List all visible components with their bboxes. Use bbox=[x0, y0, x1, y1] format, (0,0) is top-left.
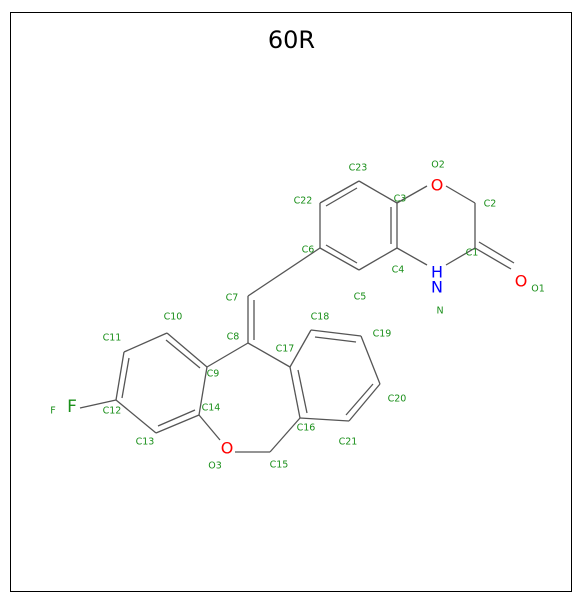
bond-c9-c10 bbox=[166, 332, 208, 368]
bond-c17-c18 bbox=[289, 329, 312, 368]
atom-annotations: C23 O2 C22 C3 C2 C6 C1 C4 O1 C5 N C7 C10… bbox=[50, 160, 545, 472]
anno-c3: C3 bbox=[394, 194, 407, 205]
anno-c9: C9 bbox=[207, 369, 220, 380]
anno-c23: C23 bbox=[349, 163, 368, 174]
bond-c20-c21 bbox=[348, 383, 381, 422]
atom-o1-label: O bbox=[515, 272, 528, 291]
bond-c16-c17 bbox=[289, 366, 301, 419]
anno-c4: C4 bbox=[392, 265, 405, 276]
anno-o2: O2 bbox=[431, 160, 445, 171]
bond-c12-f bbox=[79, 399, 117, 409]
atom-nh-h-label: H bbox=[431, 263, 443, 282]
bond-c22-c23 bbox=[319, 180, 360, 204]
bond-c8-c17 bbox=[247, 342, 291, 368]
bond-c14-o3 bbox=[198, 414, 221, 441]
atom-o3-label: O bbox=[221, 439, 234, 458]
anno-c18: C18 bbox=[311, 312, 330, 323]
anno-c10: C10 bbox=[164, 312, 183, 323]
anno-c8: C8 bbox=[227, 332, 240, 343]
bond-c14-c9 bbox=[198, 366, 208, 416]
bond-o2-c2 bbox=[445, 185, 476, 204]
anno-c1: C1 bbox=[466, 248, 479, 259]
bond-c5-c6-inner bbox=[325, 244, 358, 264]
bond-c9-c10-inner bbox=[165, 339, 201, 369]
bond-c19-c20 bbox=[360, 335, 381, 385]
anno-o1: O1 bbox=[531, 284, 545, 295]
bond-n-c4 bbox=[396, 247, 428, 266]
bond-c22-c23-inner bbox=[325, 187, 358, 207]
anno-c16: C16 bbox=[297, 423, 316, 434]
bond-c5-c6 bbox=[319, 247, 360, 271]
anno-n: N bbox=[436, 306, 443, 317]
bond-c16-c17-inner bbox=[297, 369, 308, 414]
bond-c13-c14 bbox=[155, 414, 200, 434]
bond-c12-c13 bbox=[115, 399, 157, 434]
bond-c8-c9 bbox=[206, 342, 249, 368]
bond-c3-o2 bbox=[396, 185, 428, 204]
anno-c21: C21 bbox=[339, 437, 358, 448]
bond-c18-c19 bbox=[310, 329, 362, 337]
bond-c23-c3 bbox=[358, 180, 398, 204]
anno-c11: C11 bbox=[103, 333, 122, 344]
anno-c13: C13 bbox=[136, 437, 155, 448]
anno-c7: C7 bbox=[226, 293, 239, 304]
anno-c15: C15 bbox=[270, 460, 289, 471]
anno-c22: C22 bbox=[294, 196, 313, 207]
atom-o2-label: O bbox=[431, 176, 444, 195]
anno-f: F bbox=[50, 406, 55, 417]
bond-c1-n bbox=[445, 247, 476, 266]
anno-c17: C17 bbox=[276, 344, 295, 355]
bond-c20-c21-inner bbox=[345, 383, 374, 416]
bond-c10-c11 bbox=[123, 332, 168, 353]
bond-c21-c16 bbox=[299, 417, 350, 422]
bond-c11-c12-inner bbox=[121, 357, 130, 399]
atom-nh-n-label: N bbox=[431, 278, 443, 297]
bond-c11-c12 bbox=[115, 351, 125, 401]
anno-c20: C20 bbox=[388, 394, 407, 405]
anno-c2: C2 bbox=[484, 199, 497, 210]
bond-c1-o1-b bbox=[478, 241, 515, 264]
bond-c6-c7 bbox=[247, 247, 321, 297]
anno-c19: C19 bbox=[373, 329, 392, 340]
bond-set bbox=[79, 180, 515, 453]
anno-c12: C12 bbox=[103, 406, 122, 417]
bond-c13-c14-inner bbox=[157, 409, 196, 427]
bond-c15-c16 bbox=[269, 417, 301, 453]
anno-c5: C5 bbox=[354, 292, 367, 303]
molecule-title: 60R bbox=[267, 26, 316, 54]
anno-o3: O3 bbox=[208, 461, 222, 472]
bond-c4-c5 bbox=[358, 247, 398, 271]
atom-f-label: F bbox=[67, 397, 77, 417]
anno-c14: C14 bbox=[202, 403, 221, 414]
bond-c18-c19-inner bbox=[314, 336, 357, 343]
bond-c1-o1-a bbox=[474, 247, 512, 270]
anno-c6: C6 bbox=[302, 245, 315, 256]
